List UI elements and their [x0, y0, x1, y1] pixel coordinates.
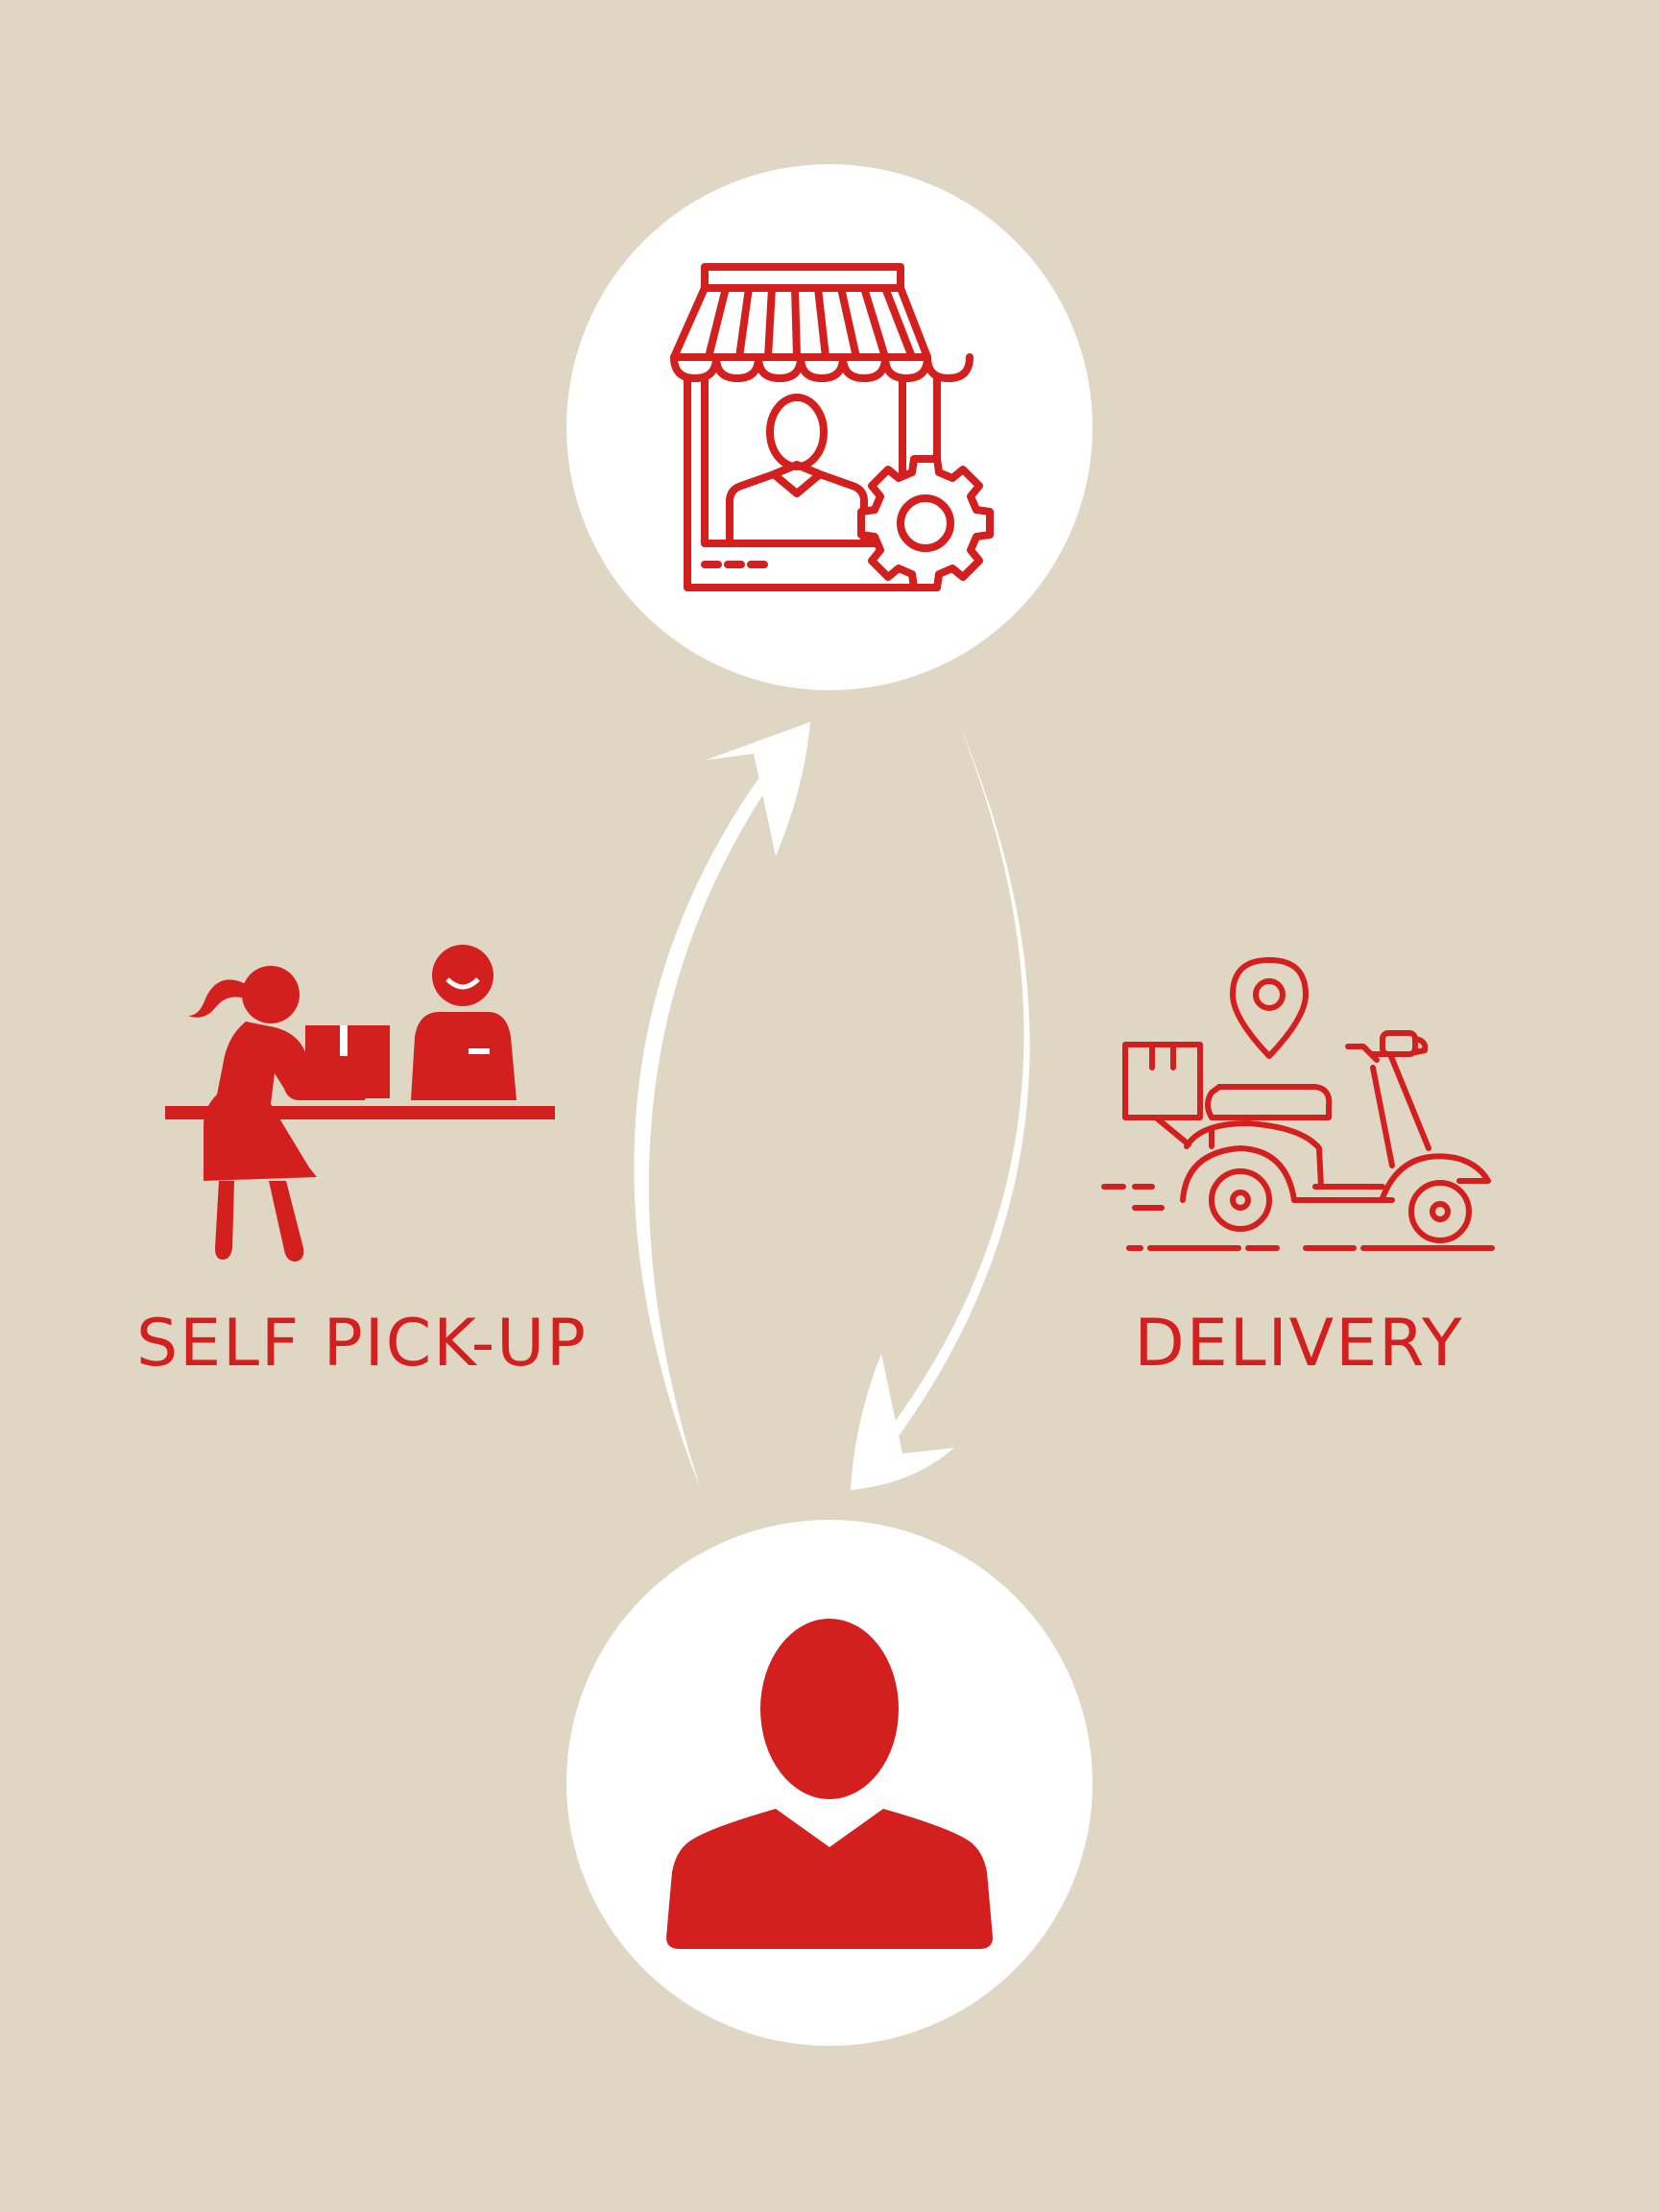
arrow-customer-to-shop — [634, 758, 780, 1490]
self-pickup-label: SELF PICK-UP — [135, 1306, 589, 1382]
shop-seller-gear-icon — [670, 263, 994, 591]
self-pickup-counter-icon — [165, 945, 555, 1262]
arrow-shop-to-customer — [874, 722, 1030, 1459]
flow-arrows — [634, 722, 1030, 1490]
delivery-scooter-icon — [1101, 957, 1495, 1251]
delivery-label: DELIVERY — [1134, 1306, 1464, 1382]
customer-person-icon — [666, 1619, 993, 1949]
arrow-head-down — [851, 1354, 954, 1490]
arrow-head-up — [705, 722, 810, 856]
shop-node-circle — [566, 164, 1093, 690]
